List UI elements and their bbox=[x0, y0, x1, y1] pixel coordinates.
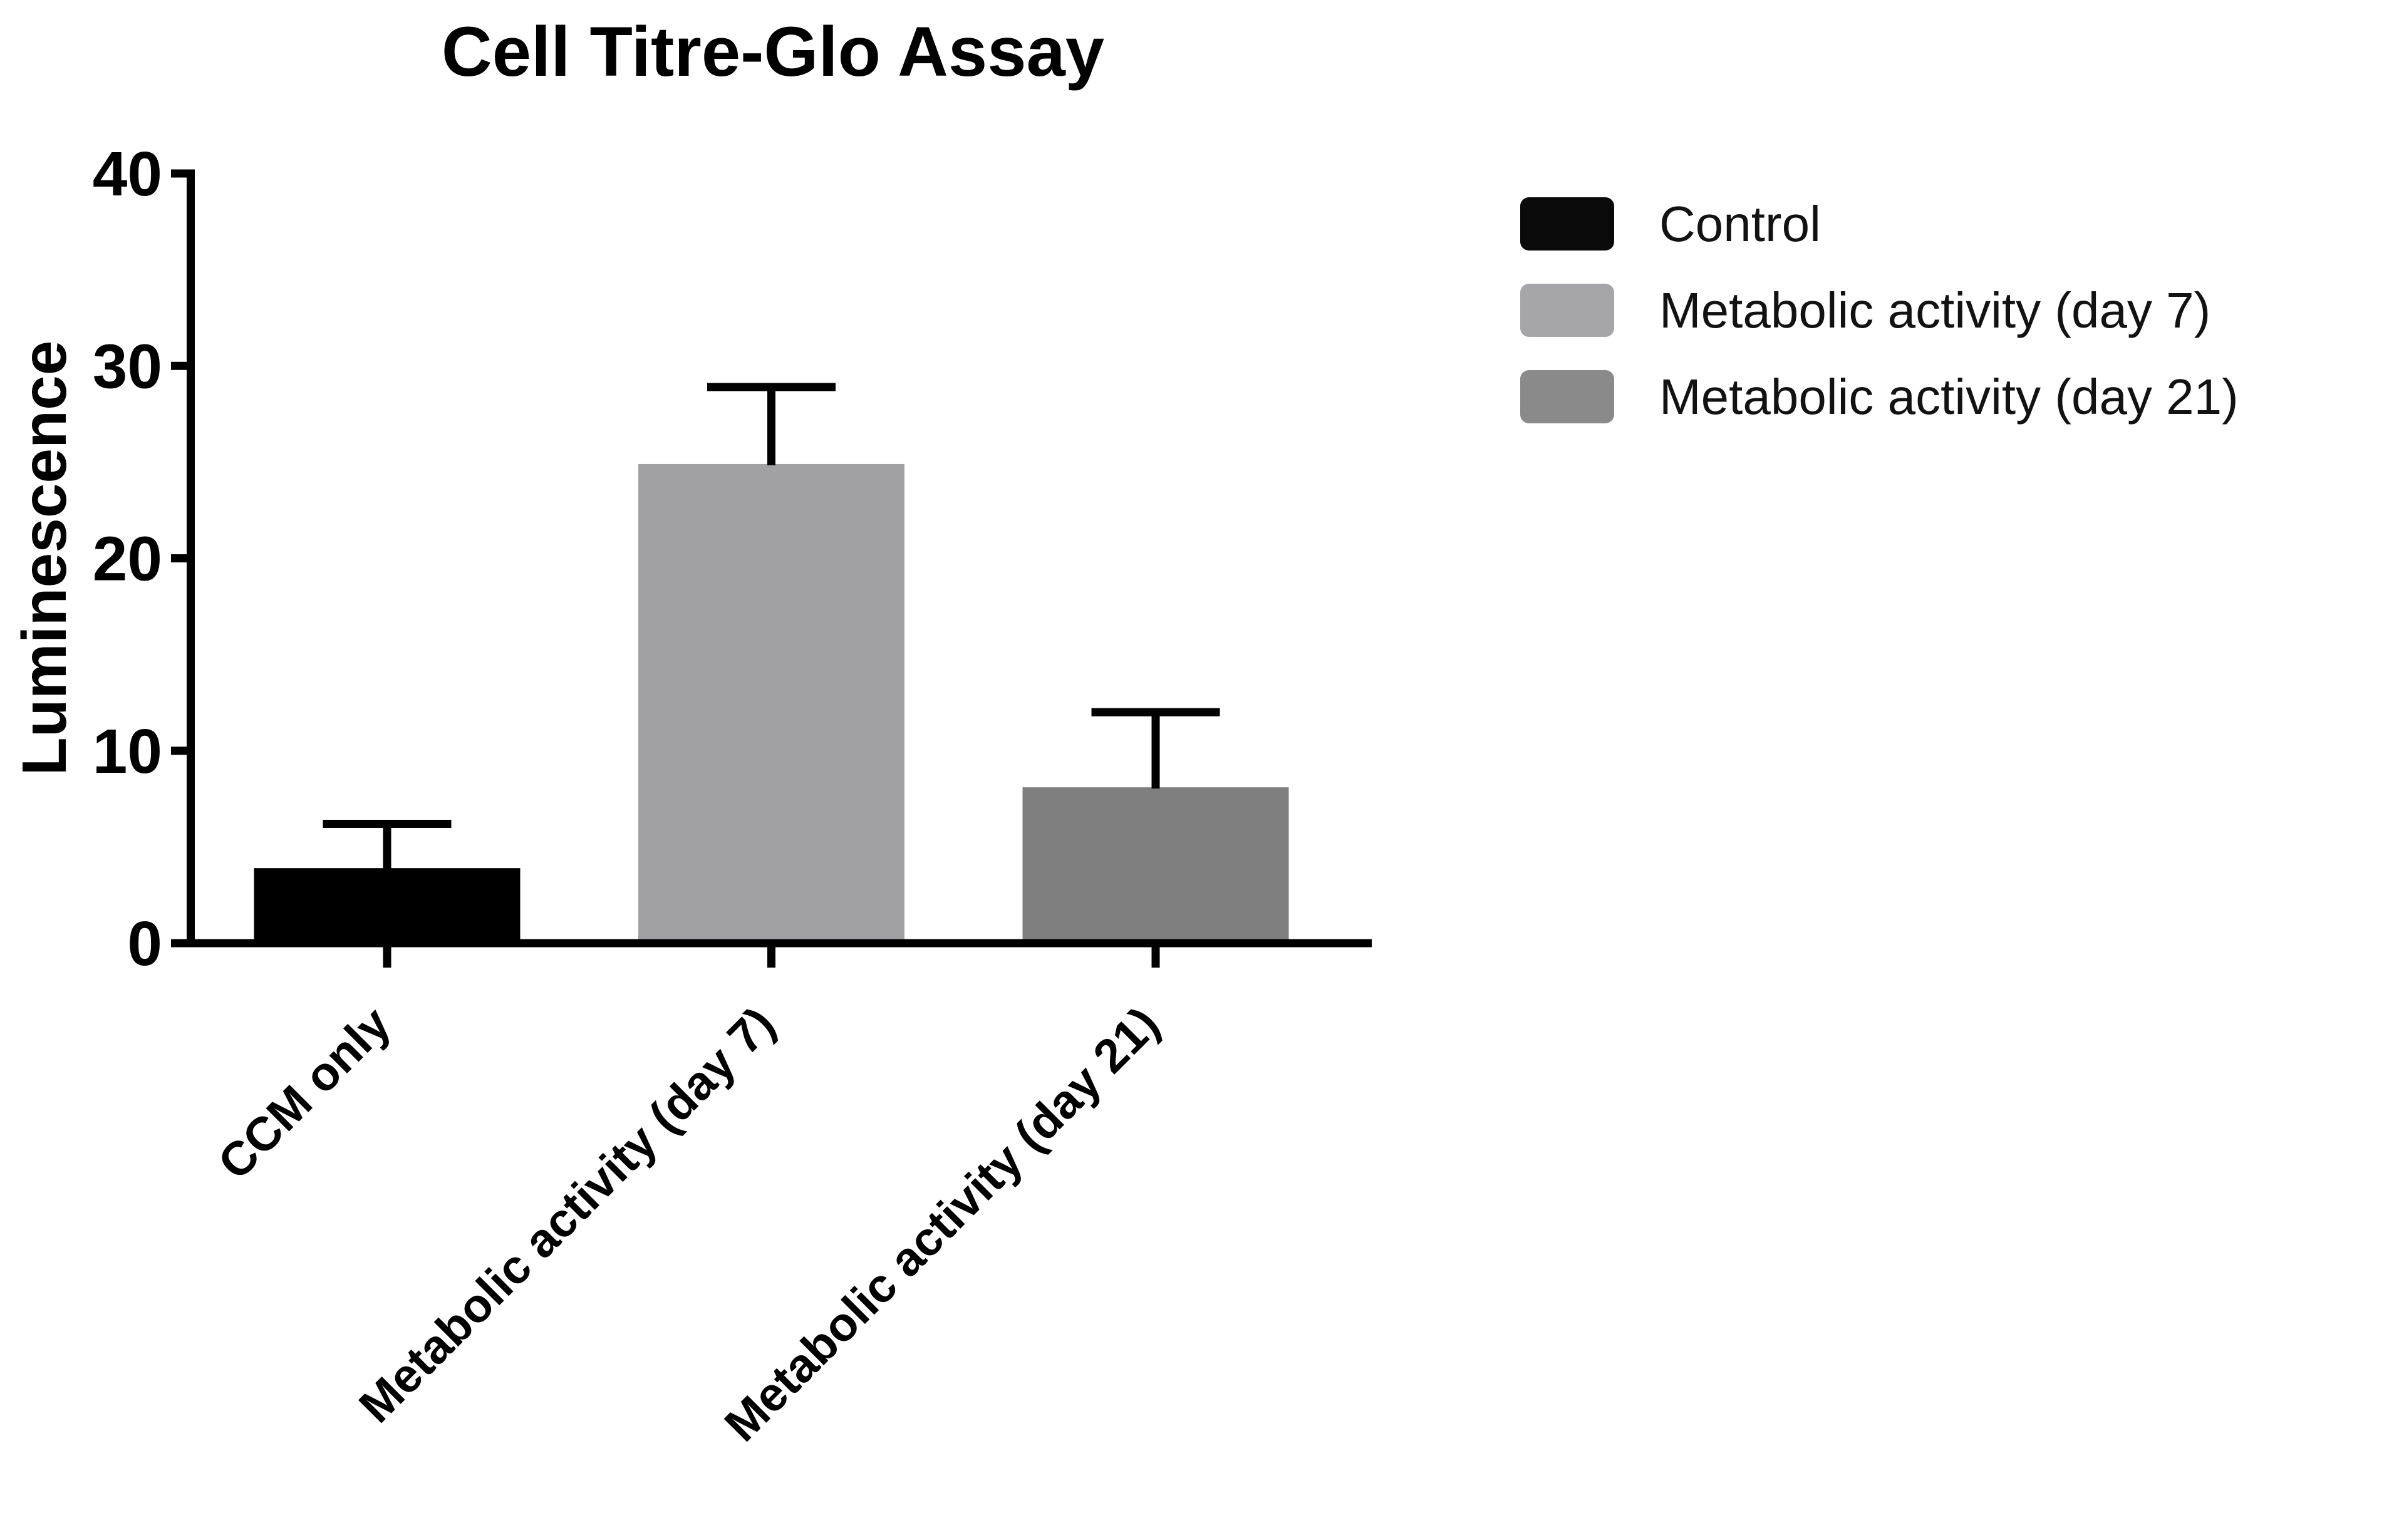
y-tick-label-20: 20 bbox=[93, 524, 162, 594]
bar-1 bbox=[638, 463, 904, 943]
y-axis-title: Luminescence bbox=[9, 341, 80, 776]
legend-label-0: Control bbox=[1659, 196, 1821, 252]
y-tick-label-10: 10 bbox=[93, 716, 162, 787]
y-tick-label-40: 40 bbox=[93, 139, 162, 209]
bar-0 bbox=[254, 868, 521, 943]
legend-label-2: Metabolic activity (day 21) bbox=[1659, 369, 2239, 425]
legend-row-1: Metabolic activity (day 7) bbox=[1520, 284, 2239, 337]
legend-swatch-1 bbox=[1520, 284, 1614, 337]
bar-2 bbox=[1022, 787, 1289, 943]
legend-row-0: Control bbox=[1520, 197, 2239, 251]
chart-title: Cell Titre-Glo Assay bbox=[441, 13, 1105, 91]
legend-swatch-2 bbox=[1520, 370, 1614, 423]
legend-swatch-0 bbox=[1520, 197, 1614, 251]
y-tick-label-0: 0 bbox=[127, 909, 162, 979]
x-category-label-0: CCM only bbox=[208, 997, 401, 1190]
legend-row-2: Metabolic activity (day 21) bbox=[1520, 370, 2239, 423]
x-category-label-2: Metabolic activity (day 21) bbox=[715, 997, 1169, 1452]
x-category-label-1: Metabolic activity (day 7) bbox=[349, 997, 785, 1433]
legend-label-1: Metabolic activity (day 7) bbox=[1659, 282, 2211, 338]
y-tick-label-30: 30 bbox=[93, 331, 162, 401]
